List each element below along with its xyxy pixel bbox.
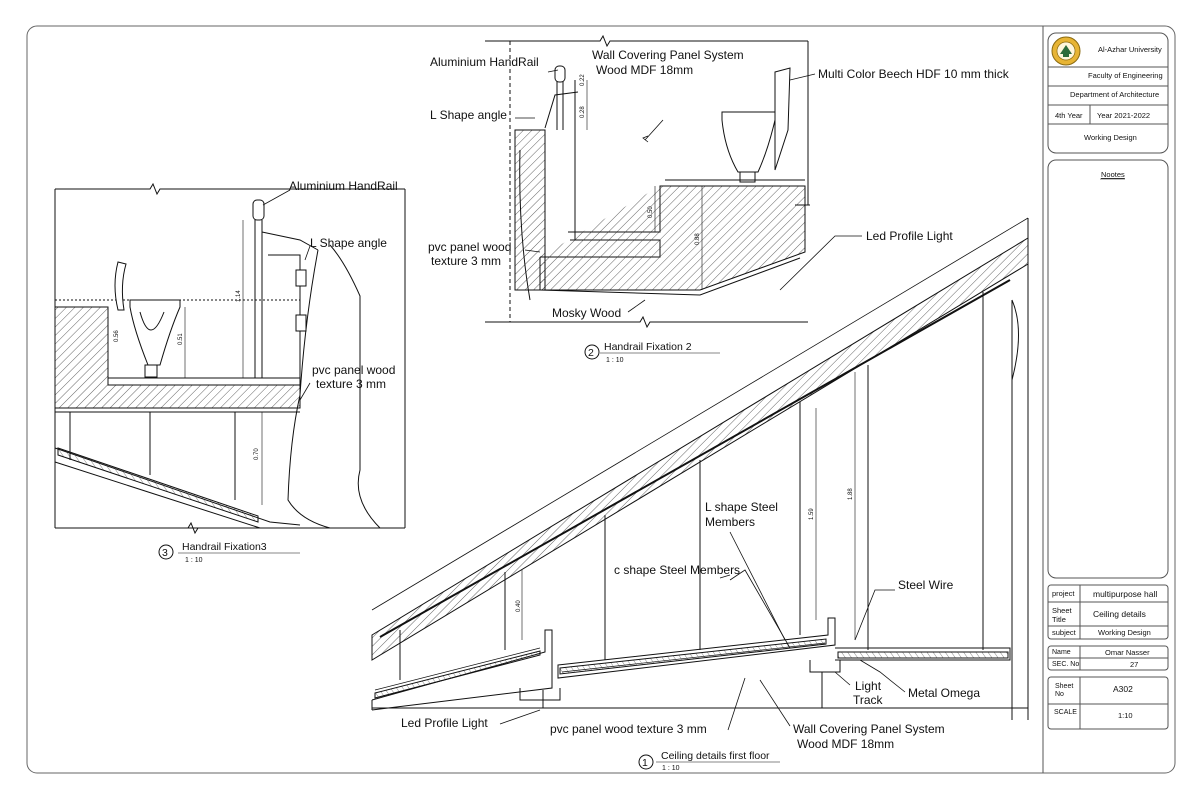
d3-dim-1: 1.14 xyxy=(236,290,242,302)
detail-1-drawing xyxy=(371,217,1029,731)
d3-dim-4: 0.70 xyxy=(254,448,260,460)
university-name: Al-Azhar University xyxy=(1098,45,1162,54)
d1-cshape-label: c shape Steel Members xyxy=(614,563,740,577)
d2-wall-label-1: Wall Covering Panel System xyxy=(592,48,744,62)
d1-dim-2: 1.59 xyxy=(809,508,815,520)
d1-dim-1: 0.40 xyxy=(516,600,522,612)
d1-dim-3: 1.88 xyxy=(848,488,854,500)
sec-label: SEC. No xyxy=(1052,661,1079,668)
d3-title: Handrail Fixation3 xyxy=(182,541,267,553)
scale-value: 1:10 xyxy=(1118,711,1133,720)
sheet-no-label-2: No xyxy=(1055,691,1064,698)
sheet-no-value: A302 xyxy=(1113,684,1133,694)
d2-title: Handrail Fixation 2 xyxy=(604,341,692,353)
detail-3-drawing xyxy=(54,182,406,535)
d1-lshape-label-2: Members xyxy=(705,515,755,529)
name-value: Omar Nasser xyxy=(1105,648,1150,657)
sheet-title-label-1: Sheet xyxy=(1052,606,1073,615)
sec-value: 27 xyxy=(1130,660,1138,669)
project-label: project xyxy=(1052,589,1075,598)
detail-3-labels: Aluminium HandRail L Shape angle pvc pan… xyxy=(114,179,398,564)
d3-dim-2: 0.56 xyxy=(114,330,120,342)
sheet-title-label-2: Title xyxy=(1052,615,1066,624)
d1-lshape-label-1: L shape Steel xyxy=(705,500,778,514)
d1-title: Ceiling details first floor xyxy=(661,750,770,762)
subject-label: subject xyxy=(1052,628,1077,637)
d2-pvc-label-1: pvc panel wood xyxy=(428,240,511,254)
notes-heading: Nootes xyxy=(1101,170,1125,179)
detail-2-labels: Aluminium HandRail Wall Covering Panel S… xyxy=(428,48,1010,364)
d3-number: 3 xyxy=(162,547,168,559)
d3-angle-label: L Shape angle xyxy=(310,236,387,250)
subject-value: Working Design xyxy=(1098,628,1151,637)
d2-dim-1: 0.22 xyxy=(580,74,586,86)
scale-label: SCALE xyxy=(1054,709,1077,716)
d3-dim-3: 0.51 xyxy=(178,333,184,345)
d3-handrail-label: Aluminium HandRail xyxy=(289,179,398,193)
course-name: Working Design xyxy=(1084,133,1137,142)
d2-led-label: Led Profile Light xyxy=(866,229,953,243)
d2-dim-2: 0.28 xyxy=(580,106,586,118)
d2-mosky-label: Mosky Wood xyxy=(552,306,621,320)
sheet-border xyxy=(26,25,1176,774)
d2-wall-label-2: Wood MDF 18mm xyxy=(596,63,693,77)
d3-scale: 1 : 10 xyxy=(185,557,203,564)
d2-scale: 1 : 10 xyxy=(606,357,624,364)
d1-wall-label-1: Wall Covering Panel System xyxy=(793,722,945,736)
d2-angle-label: L Shape angle xyxy=(430,108,507,122)
d2-beech-label: Multi Color Beech HDF 10 mm thick xyxy=(818,67,1010,81)
d1-scale: 1 : 10 xyxy=(662,765,680,772)
d2-dim-4: 0.88 xyxy=(695,233,701,245)
d1-omega-label: Metal Omega xyxy=(908,686,980,700)
year-level: 4th Year xyxy=(1055,111,1083,120)
d3-pvc-label-2: texture 3 mm xyxy=(316,377,386,391)
d2-pvc-label-2: texture 3 mm xyxy=(431,254,501,268)
d2-dim-3: 0.50 xyxy=(648,206,654,218)
d1-led-label: Led Profile Light xyxy=(401,716,488,730)
detail-2-drawing xyxy=(485,34,862,329)
d3-pvc-label-1: pvc panel wood xyxy=(312,363,395,377)
d1-track-label-2: Track xyxy=(853,693,884,707)
department-name: Department of Architecture xyxy=(1070,90,1159,99)
d1-track-label-1: Light xyxy=(855,679,882,693)
d1-number: 1 xyxy=(642,757,648,769)
sheet-no-label-1: Sheet xyxy=(1055,683,1073,690)
d1-pvc-label: pvc panel wood texture 3 mm xyxy=(550,722,707,736)
detail-1-labels: L shape Steel Members c shape Steel Memb… xyxy=(401,488,980,772)
university-logo xyxy=(1051,36,1081,66)
faculty-name: Faculty of Engineering xyxy=(1088,71,1163,80)
d2-number: 2 xyxy=(588,347,594,359)
d1-wall-label-2: Wood MDF 18mm xyxy=(797,737,894,751)
sheet-title-value: Ceiling details xyxy=(1093,609,1146,619)
academic-year: Year 2021-2022 xyxy=(1097,111,1150,120)
d2-handrail-label: Aluminium HandRail xyxy=(430,55,539,69)
project-value: multipurpose hall xyxy=(1093,589,1157,599)
d1-wire-label: Steel Wire xyxy=(898,578,954,592)
title-block: Al-Azhar University Faculty of Engineeri… xyxy=(1042,26,1169,773)
name-label: Name xyxy=(1052,649,1071,656)
